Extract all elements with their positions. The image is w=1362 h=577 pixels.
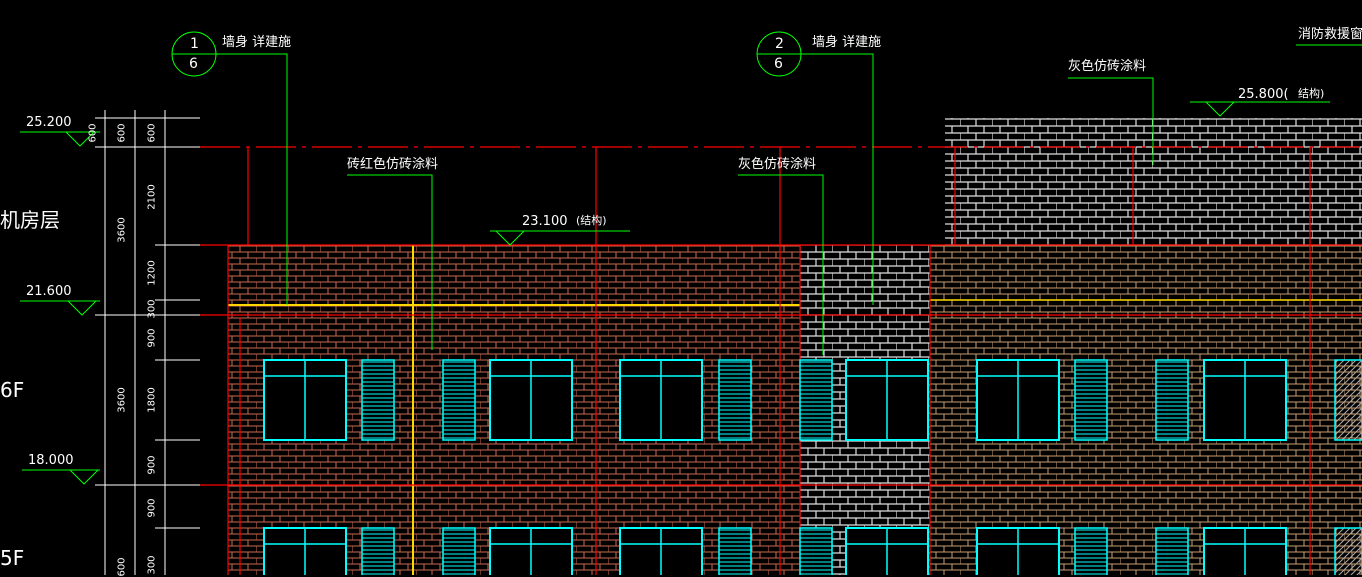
- callout-1-bottom: 6: [189, 56, 198, 72]
- floor-label-5f: 5F: [0, 546, 25, 570]
- dim-col3-1: 2100: [146, 184, 158, 210]
- elevation-18000: 18.000: [28, 453, 74, 468]
- elevation-23100: 23.100: [522, 214, 568, 229]
- dim-col3-8: 300: [146, 555, 158, 575]
- dim-col1-0: 600: [87, 123, 99, 143]
- elevation-21600: 21.600: [26, 284, 72, 299]
- dim-col2-2: 3600: [116, 387, 128, 413]
- dim-col3-5: 1800: [146, 387, 158, 413]
- dim-col2-3: 600: [116, 557, 128, 577]
- elevation-25200: 25.200: [26, 115, 72, 130]
- dim-col3-0: 600: [146, 123, 158, 143]
- callout-1-text: 墙身 详建施: [222, 35, 292, 50]
- dim-col3-6: 900: [146, 455, 158, 475]
- material-red-brick-label: 砖红色仿砖涂料: [347, 157, 439, 172]
- callout-1-top: 1: [190, 36, 199, 52]
- callout-2-top: 2: [775, 36, 784, 52]
- rescue-window-label: 消防救援窗: [1298, 27, 1362, 42]
- callout-2-bottom: 6: [774, 56, 783, 72]
- floor-label-6f: 6F: [0, 378, 25, 402]
- floor-label-machine-room: 机房层: [0, 208, 60, 232]
- callout-2-text: 墙身 详建施: [812, 35, 882, 50]
- dim-col2-1: 3600: [116, 217, 128, 243]
- dim-col3-3: 300: [146, 299, 158, 319]
- material-grey-brick-label-1: 灰色仿砖涂料: [738, 157, 817, 172]
- dim-col2-0: 600: [116, 123, 128, 143]
- dim-col3-7: 900: [146, 498, 158, 518]
- elevation-23100-note: (结构): [576, 214, 607, 227]
- elevation-25800-note: 结构): [1298, 87, 1325, 100]
- elevation-25800: 25.800(: [1238, 87, 1289, 102]
- dim-col3-4: 900: [146, 328, 158, 348]
- dim-col3-2: 1200: [146, 260, 158, 286]
- material-grey-brick-label-2: 灰色仿砖涂料: [1068, 59, 1147, 74]
